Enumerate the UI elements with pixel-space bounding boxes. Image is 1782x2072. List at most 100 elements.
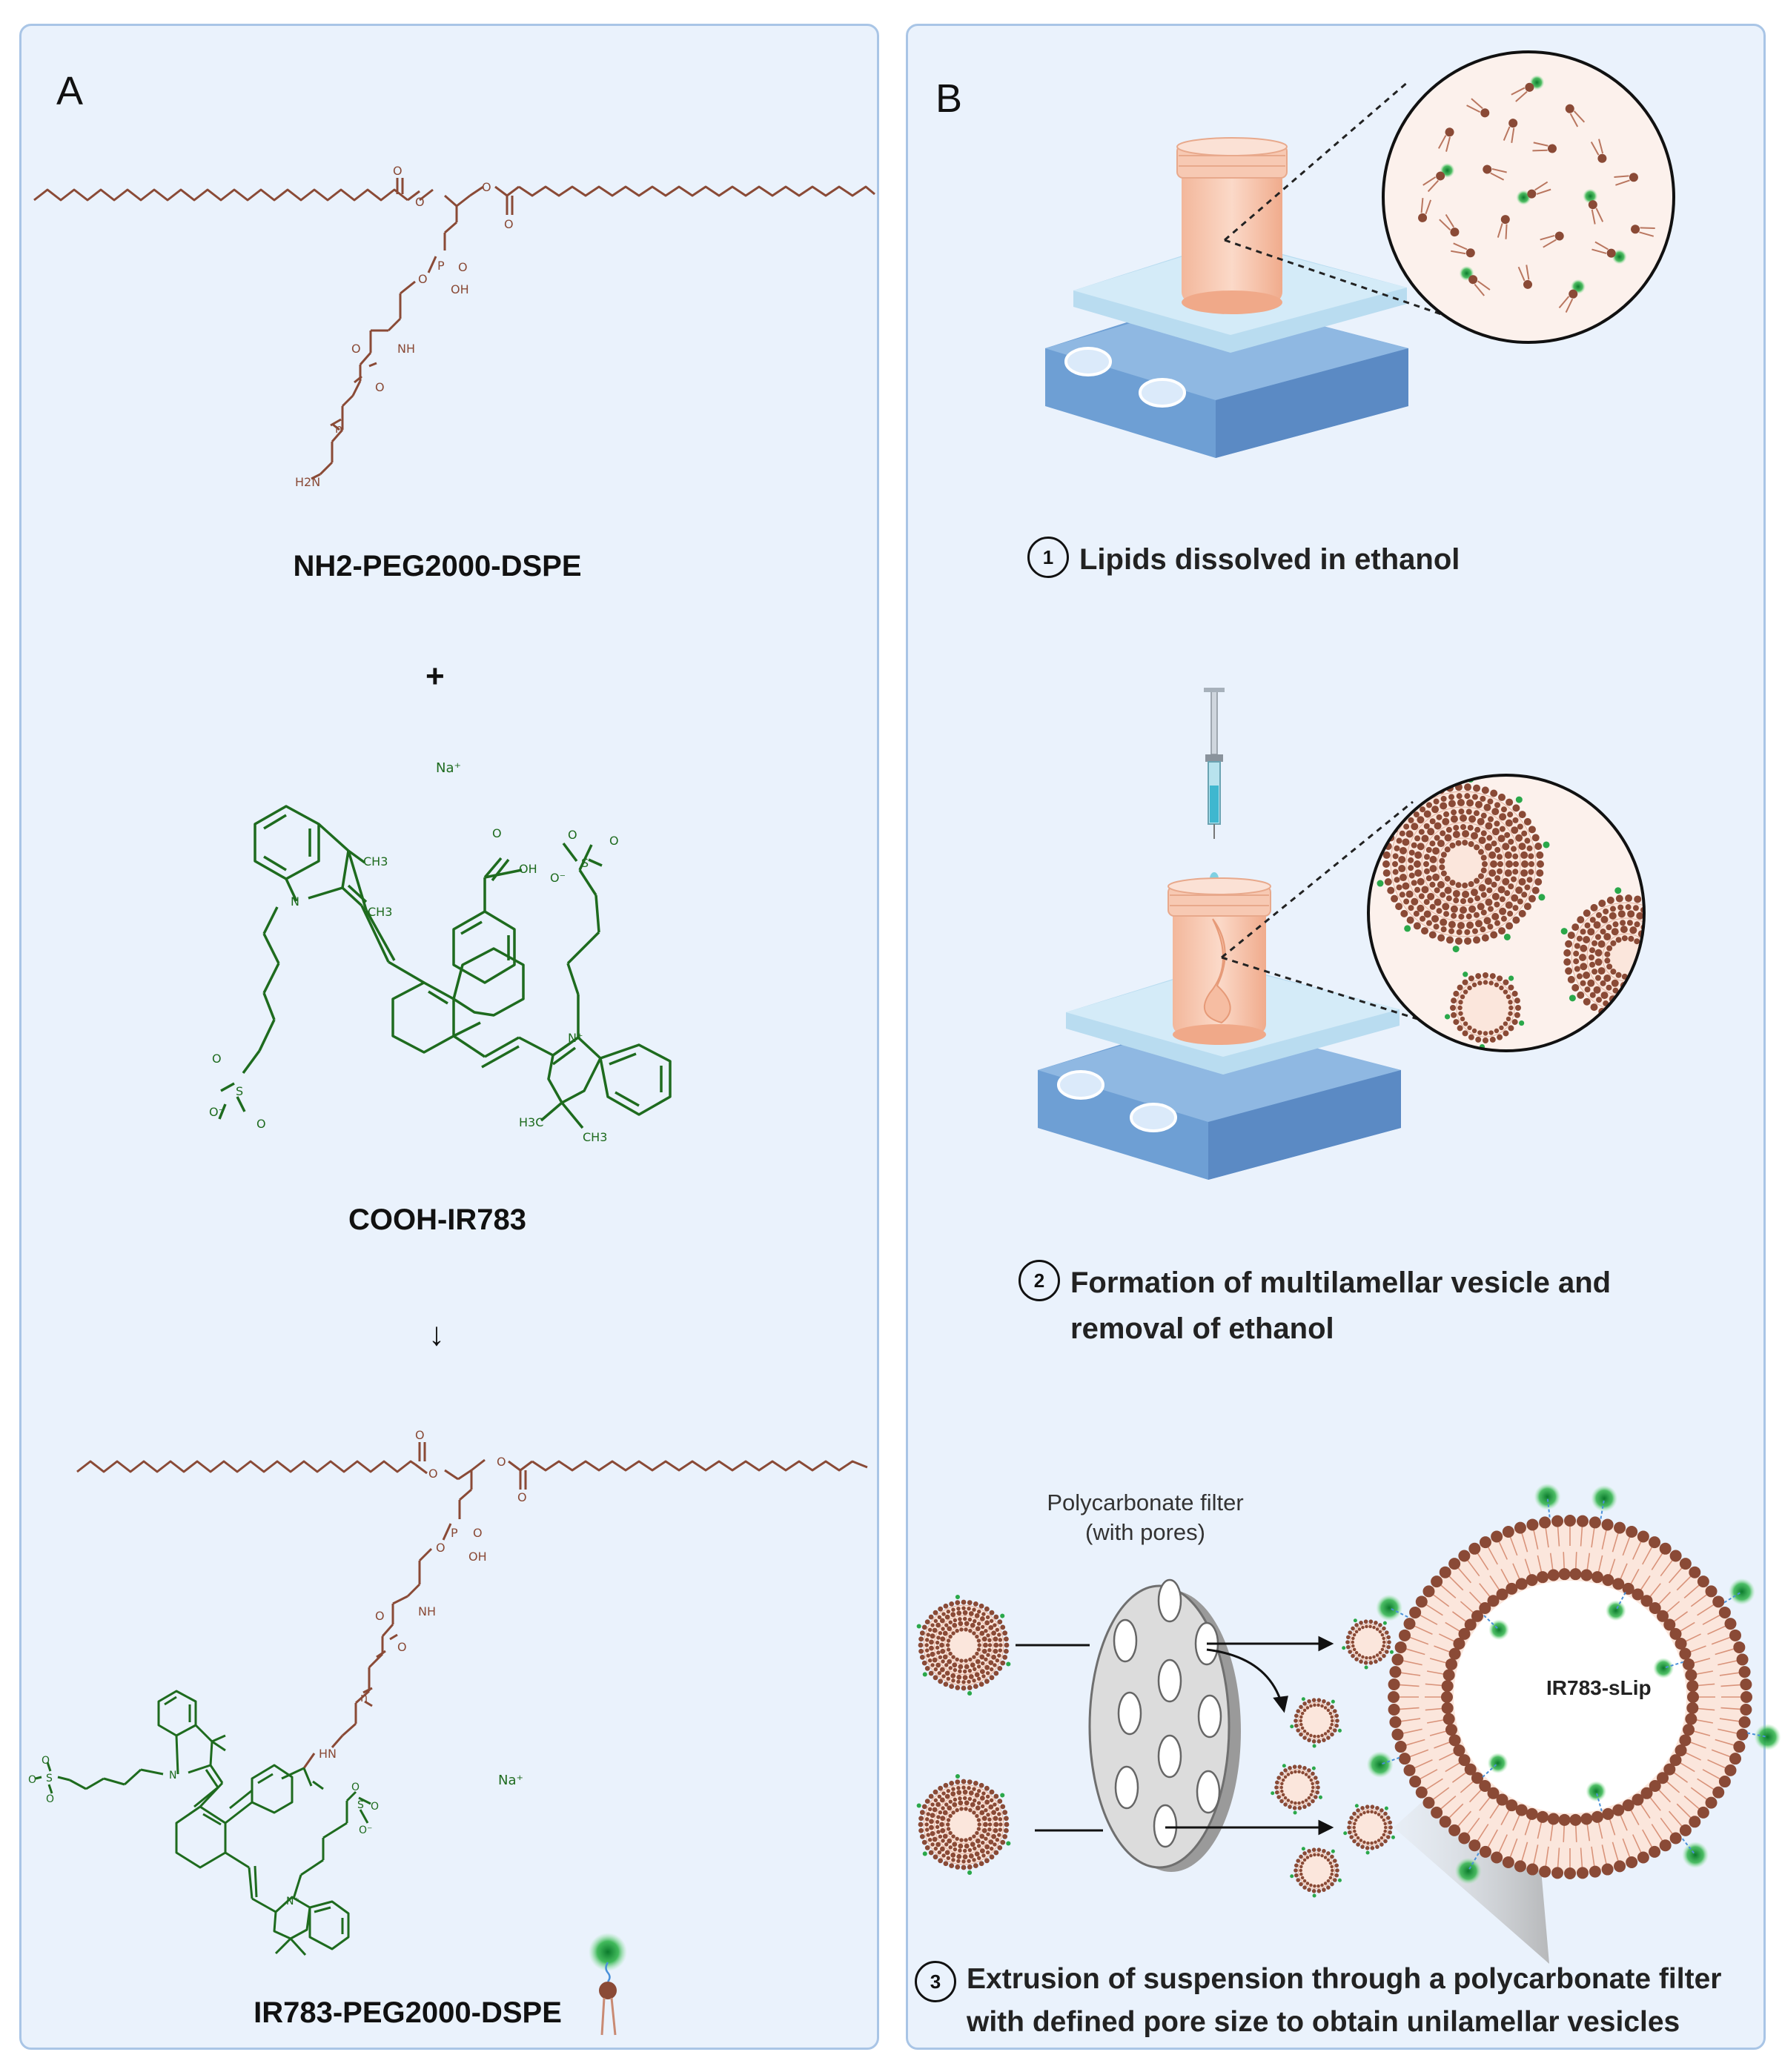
atom-o: O <box>458 260 468 274</box>
lipid-molecule <box>1517 265 1533 289</box>
atom-n: N <box>291 894 299 909</box>
atom-o-minus: O⁻ <box>209 1105 225 1119</box>
lipid-molecule <box>1516 181 1551 205</box>
lipid-molecule <box>1439 213 1460 237</box>
step-3-number: 3 <box>915 1961 956 2002</box>
atom-oh: OH <box>519 862 537 876</box>
dspe-lipid-structure-2 <box>76 1442 868 1769</box>
lipid-molecule <box>1503 119 1518 143</box>
molecule-name-cooh-ir783: COOH-IR783 <box>348 1203 527 1236</box>
ir783-slip-liposome <box>1366 1483 1781 1885</box>
polycarbonate-filter <box>1088 1578 1241 1872</box>
atom-hn: HN <box>319 1747 337 1761</box>
dspe-lipid-structure-1 <box>33 178 875 480</box>
filter-label: Polycarbonate filter (with pores) <box>1016 1488 1275 1547</box>
atom-n-subscript: n <box>360 1690 368 1704</box>
atom-n-subscript: n <box>335 422 342 436</box>
plus-operator: + <box>425 658 445 694</box>
ethanol-jar-1 <box>1176 137 1288 314</box>
atom-o: O <box>375 1609 385 1623</box>
vesicle <box>916 1594 1011 1696</box>
step-1-number: 1 <box>1027 537 1069 578</box>
atom-s: S <box>236 1084 243 1098</box>
vesicle <box>1343 1804 1395 1855</box>
atom-o: O <box>415 1428 425 1442</box>
step-2: 2 Formation of multilamellar vesicle and… <box>1018 1260 1611 1352</box>
atom-o-minus: O⁻ <box>28 1774 42 1786</box>
syringe <box>1204 688 1225 886</box>
lipid-molecule <box>1614 173 1638 186</box>
zoom-line <box>1224 239 1455 320</box>
atom-ch3: CH3 <box>368 905 392 919</box>
panel-a-label: A <box>56 69 84 113</box>
lipid-molecule <box>1483 165 1507 181</box>
zoom-circle-multilamellar <box>1367 774 1646 1052</box>
ethanol-jar-2 <box>1167 877 1271 1045</box>
multilamellar-vesicles-group <box>916 1594 1011 1876</box>
atom-n-plus: N⁺ <box>286 1896 299 1907</box>
atom-nh: NH <box>418 1604 436 1618</box>
lipid-molecule <box>1437 127 1454 152</box>
atom-ch3: CH3 <box>363 854 388 869</box>
liposome-label: IR783-sLip <box>1546 1676 1652 1699</box>
atom-n-plus: N⁺ <box>568 1031 583 1045</box>
atom-p: P <box>437 259 445 273</box>
atom-oh: OH <box>468 1550 487 1564</box>
ir783-conjugate-dye <box>35 1690 371 1956</box>
lipid-molecule <box>1497 215 1510 239</box>
atom-o: O <box>212 1052 222 1066</box>
atom-o: O <box>482 180 491 194</box>
lipid-molecule <box>1540 231 1564 248</box>
lipid-molecule <box>1565 104 1586 127</box>
atom-o: O <box>415 195 425 209</box>
atom-n: N <box>169 1770 176 1782</box>
lipid-molecule <box>1422 162 1455 193</box>
atom-s: S <box>46 1773 53 1784</box>
filter-label-line-2: (with pores) <box>1085 1519 1205 1545</box>
lipid-molecule <box>1466 98 1490 118</box>
atom-h2n: H2N <box>295 475 320 489</box>
step-3-text-line-1: Extrusion of suspension through a polyca… <box>967 1963 1722 1995</box>
reaction-arrow: ↓ <box>428 1316 445 1352</box>
step-3: 3 Extrusion of suspension through a poly… <box>915 1958 1721 2044</box>
atom-o: O <box>473 1526 483 1540</box>
vesicle <box>1271 1764 1322 1815</box>
zoom-line <box>1221 800 1414 959</box>
step-1: 1 Lipids dissolved in ethanol <box>1027 537 1460 582</box>
zoom-circle-free-lipids <box>1382 50 1675 344</box>
atom-o: O <box>42 1755 50 1767</box>
atom-p: P <box>451 1526 458 1540</box>
atom-o: O <box>397 1640 407 1654</box>
atom-o-minus: O⁻ <box>550 871 566 885</box>
zoom-line <box>1224 80 1409 242</box>
lipid-molecule <box>1532 142 1557 153</box>
filter-label-line-1: Polycarbonate filter <box>1047 1490 1244 1515</box>
atom-o: O <box>492 826 502 840</box>
lipid-probe-icon <box>589 1933 627 2036</box>
vesicle <box>1444 972 1525 1050</box>
atom-o-minus: O⁻ <box>359 1824 372 1836</box>
atom-o: O <box>609 834 619 848</box>
step-1-text: Lipids dissolved in ethanol <box>1079 543 1460 576</box>
atom-o: O <box>517 1490 527 1504</box>
unilamellar-vesicles-group <box>1271 1618 1395 1898</box>
atom-s: S <box>357 1799 364 1811</box>
atom-o: O <box>436 1541 446 1555</box>
step-2-text-line-1: Formation of multilamellar vesicle and <box>1070 1266 1612 1299</box>
atom-nh: NH <box>397 342 415 356</box>
atom-o: O <box>46 1793 54 1805</box>
zoom-line <box>1221 956 1454 1032</box>
sodium-counterion: Na⁺ <box>498 1773 523 1788</box>
vesicle <box>1342 1618 1394 1670</box>
atom-h3c: H3C <box>519 1115 543 1129</box>
panel-a <box>19 24 879 2050</box>
molecule-name-ir783-peg-dspe: IR783-PEG2000-DSPE <box>254 1996 562 2029</box>
lipid-molecule <box>1591 241 1627 265</box>
step-3-text-line-2: with defined pore size to obtain unilame… <box>967 2006 1680 2038</box>
atom-oh: OH <box>451 282 469 296</box>
atom-o: O <box>256 1117 266 1131</box>
lipid-molecule <box>1459 265 1491 296</box>
atom-o: O <box>351 342 361 356</box>
atom-o: O <box>504 217 514 231</box>
